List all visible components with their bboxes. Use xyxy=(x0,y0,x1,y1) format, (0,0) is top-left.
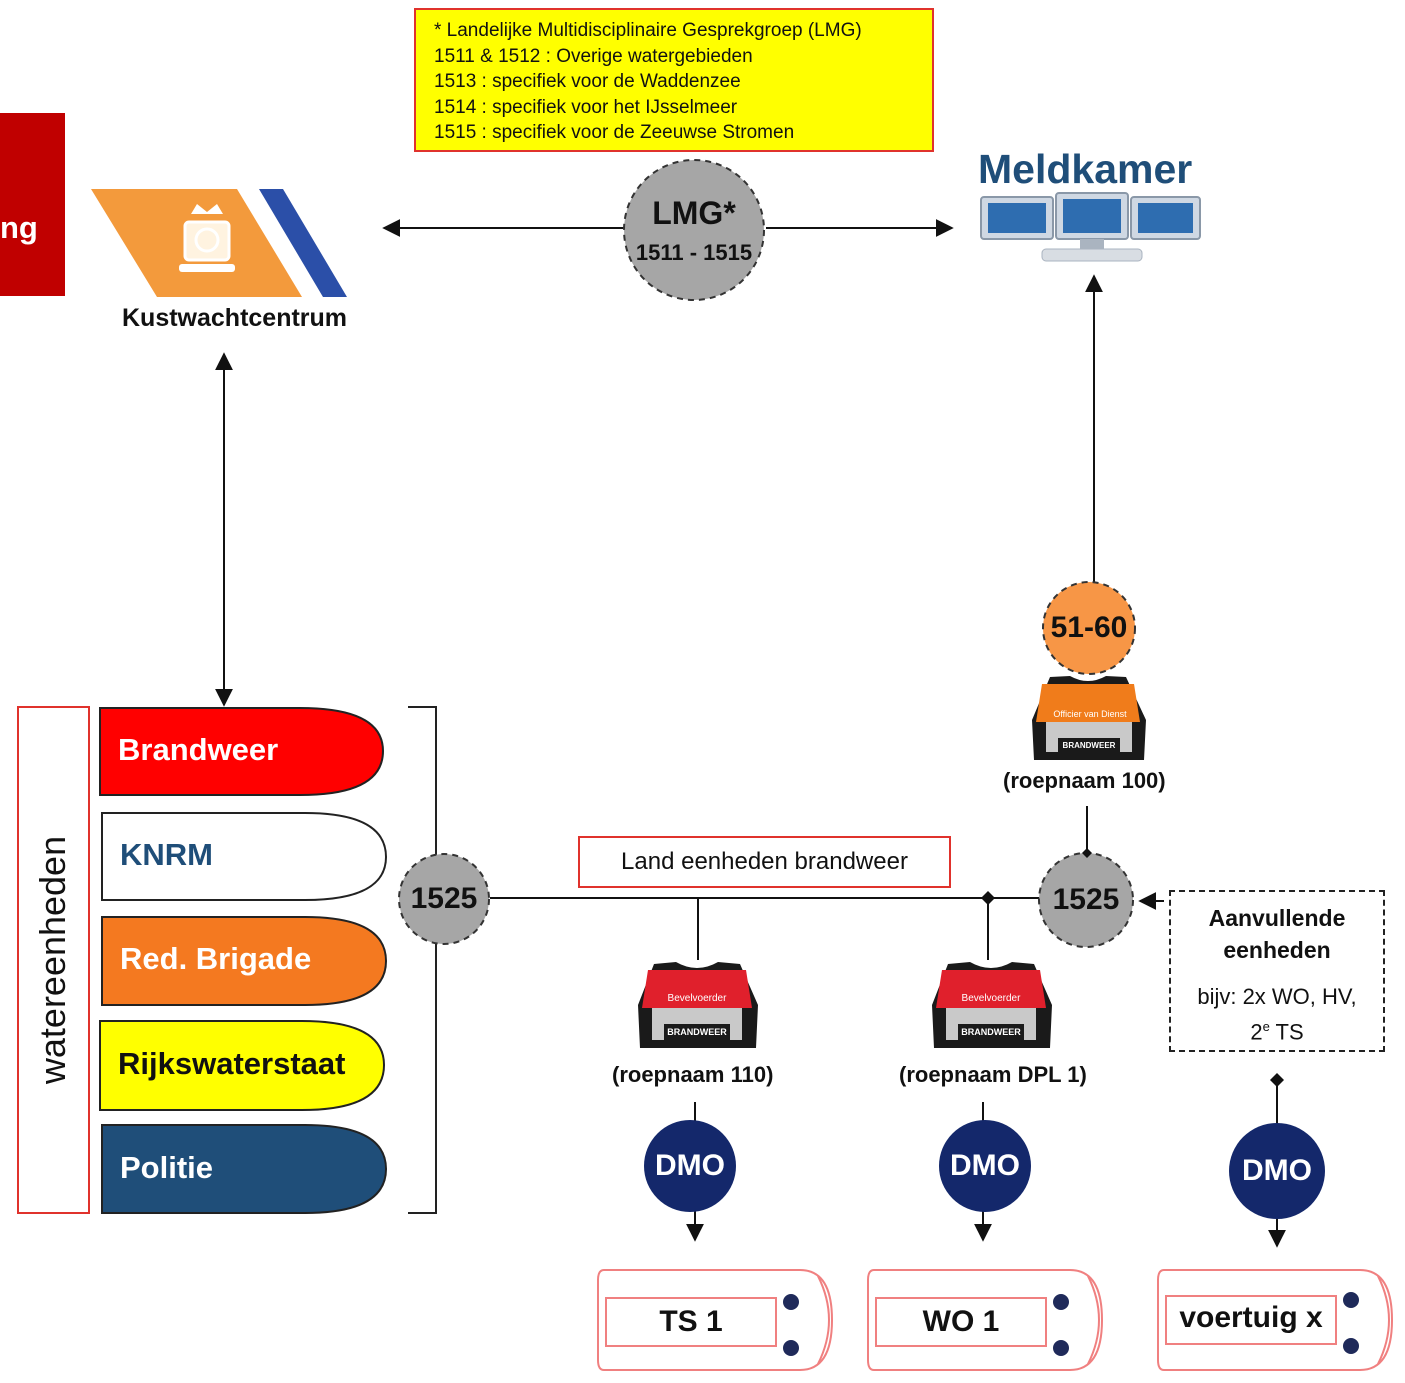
channel-51-60: 51-60 xyxy=(1050,611,1128,644)
unit-brandweer: Brandweer xyxy=(118,732,279,767)
commander-1-callsign: (roepnaam 110) xyxy=(612,1062,774,1087)
channel-51-60-circle xyxy=(1042,581,1136,675)
channel-1525-left: 1525 xyxy=(410,882,478,915)
unit-rijkswaterstaat: Rijkswaterstaat xyxy=(118,1046,346,1081)
commander-1-vest-top-text: Bevelvoerder xyxy=(667,993,727,1004)
aanvullende-title-line2: eenheden xyxy=(1223,937,1331,963)
dmo-2-label: DMO xyxy=(950,1149,1020,1182)
dmo-3-label: DMO xyxy=(1242,1154,1312,1187)
dmo-1-label: DMO xyxy=(655,1149,725,1182)
meldkamer-title: Meldkamer xyxy=(978,146,1193,192)
watereenheden-label: watereenheden xyxy=(32,835,73,1085)
channel-1525-left-circle xyxy=(398,853,490,945)
legend-line: 1513 : specifiek voor de Waddenzee xyxy=(434,71,741,92)
watereenheden-frame xyxy=(17,706,90,1214)
vehicle-1-outline xyxy=(597,1269,834,1371)
channel-1525-right: 1525 xyxy=(1052,883,1120,916)
kustwachtcentrum-label: Kustwachtcentrum xyxy=(122,304,348,332)
unit-knrm: KNRM xyxy=(120,837,213,872)
unit-politie: Politie xyxy=(120,1150,214,1185)
legend-line: 1514 : specifiek voor het IJsselmeer xyxy=(434,96,738,118)
partial-red-panel-text: ng xyxy=(0,210,38,245)
commander-2-vest-top-text: Bevelvoerder xyxy=(961,993,1021,1004)
vehicle-1-label: TS 1 xyxy=(659,1305,723,1338)
commander-2-vest-bottom-text: BRANDWEER xyxy=(961,1027,1021,1037)
legend-line: 1515 : specifiek voor de Zeeuwse Stromen xyxy=(434,122,795,143)
aanvullende-eenheden-box: Aanvullende eenheden bijv: 2x WO, HV, 2e… xyxy=(1169,890,1385,1052)
legend-line: 1511 & 1512 : Overige watergebieden xyxy=(434,45,753,67)
dmo-2-circle xyxy=(939,1120,1031,1212)
kustwacht-logo xyxy=(91,189,347,297)
aanvullende-title-line1: Aanvullende xyxy=(1208,905,1346,931)
vehicle-3-label: voertuig x xyxy=(1179,1301,1323,1334)
commander-vest-1-icon xyxy=(638,962,758,1048)
commander-1-vest-bottom-text: BRANDWEER xyxy=(667,1027,727,1037)
unit-red-brigade: Red. Brigade xyxy=(120,941,312,976)
monitors-icon xyxy=(980,192,1201,262)
lmg-title: LMG* xyxy=(652,195,736,231)
partial-red-panel xyxy=(0,113,65,296)
lmg-legend-box: * Landelijke Multidisciplinaire Gesprekg… xyxy=(414,8,934,152)
water-unit-shapes xyxy=(99,707,388,1214)
aanvullende-text-line2: 2e TS xyxy=(1250,1019,1304,1045)
officer-vest-bottom-text: BRANDWEER xyxy=(1062,741,1116,750)
commander-vest-2-icon xyxy=(932,962,1052,1048)
lmg-circle xyxy=(623,159,765,301)
officer-vest-top-text: Officier van Dienst xyxy=(1053,709,1127,719)
vehicle-2-outline xyxy=(867,1269,1104,1371)
officer-vest-icon xyxy=(1032,676,1146,760)
aanvullende-text-line1: bijv: 2x WO, HV, xyxy=(1197,984,1357,1009)
land-eenheden-box: Land eenheden brandweer xyxy=(578,836,951,888)
lmg-range: 1511 - 1515 xyxy=(635,240,753,265)
royal-emblem-icon xyxy=(179,204,235,272)
commander-2-callsign: (roepnaam DPL 1) xyxy=(899,1062,1087,1087)
legend-line: * Landelijke Multidisciplinaire Gesprekg… xyxy=(434,20,862,41)
vehicle-3-outline xyxy=(1157,1269,1394,1371)
vehicle-2-label: WO 1 xyxy=(922,1305,1000,1338)
dmo-1-circle xyxy=(644,1120,736,1212)
dmo-3-circle xyxy=(1229,1123,1325,1219)
officer-callsign: (roepnaam 100) xyxy=(1003,768,1166,793)
